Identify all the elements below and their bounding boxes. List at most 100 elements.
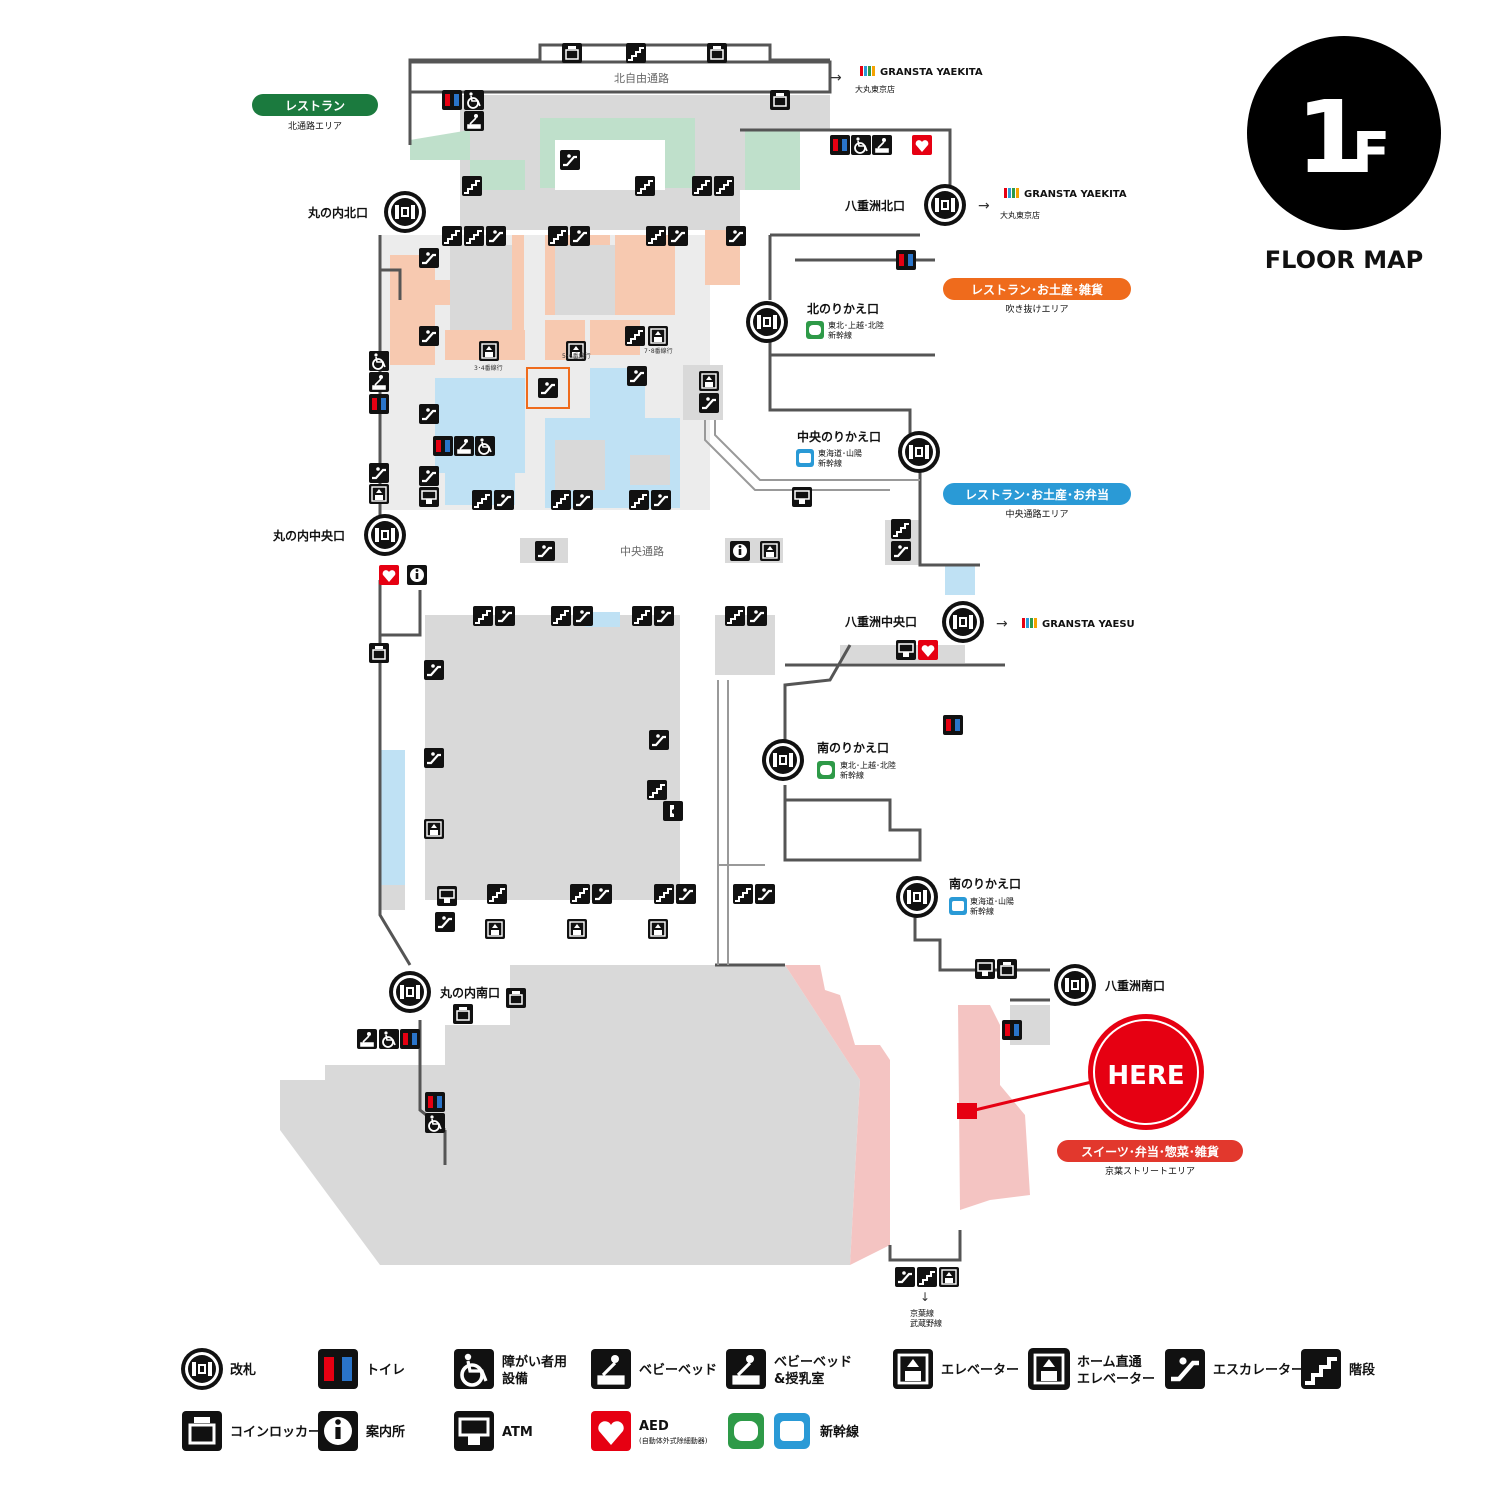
locker-icon bbox=[452, 1003, 474, 1025]
legend-accessible-label-1: 障がい者用 bbox=[502, 1354, 567, 1370]
toilet-icon bbox=[433, 436, 453, 456]
escalator-icon bbox=[571, 604, 595, 628]
legend-escalator-label: エスカレーター bbox=[1213, 1363, 1304, 1378]
gate-label-minami-norikae-1: 南のりかえ口 bbox=[817, 740, 889, 755]
gate-yaesu-north bbox=[924, 184, 966, 226]
svg-text:北通路エリア: 北通路エリア bbox=[288, 120, 342, 132]
escalator-icon bbox=[484, 224, 508, 248]
elevator-icon bbox=[647, 325, 669, 347]
info-icon bbox=[407, 565, 427, 585]
atm-icon bbox=[974, 958, 996, 980]
floor-number: 1 bbox=[1296, 79, 1366, 196]
babybed-icon bbox=[356, 1028, 378, 1050]
legend-platform-elevator-label-2: エレベーター bbox=[1077, 1372, 1155, 1387]
svg-text:新幹線: 新幹線 bbox=[818, 458, 842, 468]
stairs-icon bbox=[625, 42, 647, 64]
passage-north: 北自由通路 bbox=[614, 71, 669, 85]
gate-marunouchi-south bbox=[389, 971, 431, 1013]
stairs-icon bbox=[471, 489, 493, 511]
toilet-icon bbox=[830, 135, 850, 155]
here-area-sub: 京葉ストリートエリア bbox=[1105, 1165, 1195, 1177]
floor-suffix: F bbox=[1352, 121, 1390, 186]
floor-badge: 1 F FLOOR MAP bbox=[1247, 36, 1441, 274]
legend-platform-elevator-icon bbox=[1027, 1347, 1071, 1391]
here-label: HERE bbox=[1107, 1061, 1184, 1091]
svg-text:吹き抜けエリア: 吹き抜けエリア bbox=[1005, 303, 1068, 315]
toilet-icon bbox=[425, 1092, 445, 1112]
escalator-icon bbox=[417, 324, 441, 348]
atm-icon bbox=[791, 486, 813, 508]
gate-marunouchi-central bbox=[364, 514, 406, 556]
legend-platform-elevator-label-1: ホーム直通 bbox=[1077, 1354, 1142, 1370]
gates: 丸の内北口 八重洲北口 北のりかえ口 中央のりかえ口 丸の内中央口 八重洲中央口… bbox=[272, 184, 1165, 1013]
elevator-icon bbox=[484, 918, 506, 940]
escalator-icon bbox=[417, 402, 441, 426]
svg-text:東海道･山陽: 東海道･山陽 bbox=[970, 896, 1014, 906]
stairs-icon bbox=[547, 225, 569, 247]
legend-stairs-icon bbox=[1299, 1347, 1343, 1391]
walls bbox=[378, 43, 1050, 1262]
wheelchair-icon bbox=[368, 350, 390, 372]
svg-text:新幹線: 新幹線 bbox=[970, 906, 994, 916]
elevator-icon bbox=[478, 340, 500, 362]
stairs-icon bbox=[441, 225, 463, 247]
escalator-icon bbox=[697, 391, 721, 415]
legend-wheelchair-icon bbox=[452, 1347, 496, 1391]
legend-accessible-label-2: 設備 bbox=[502, 1371, 528, 1387]
legend: 改札 トイレ 障がい者用 設備 ベビーベッド ベビーベッド &授乳室 エレベータ… bbox=[180, 1347, 1375, 1453]
escalator-icon bbox=[492, 488, 516, 512]
toilet-icon bbox=[943, 715, 963, 735]
babybed-icon bbox=[368, 371, 390, 393]
locker-icon bbox=[769, 89, 791, 111]
elevator-icon bbox=[647, 918, 669, 940]
legend-babybed-icon bbox=[589, 1347, 633, 1391]
stairs-icon bbox=[691, 175, 713, 197]
wheelchair-icon bbox=[378, 1028, 400, 1050]
svg-text:GRANSTA YAEKITA: GRANSTA YAEKITA bbox=[1024, 189, 1127, 200]
area-label-fukinuke: レストラン･お土産･雑貨 吹き抜けエリア bbox=[943, 278, 1131, 315]
gate-yaesu-south bbox=[1054, 964, 1096, 1006]
svg-text:5･6番線行: 5･6番線行 bbox=[562, 352, 591, 360]
stairs-icon bbox=[472, 605, 494, 627]
locker-icon bbox=[368, 642, 390, 664]
legend-atm-icon bbox=[452, 1409, 496, 1453]
escalator-icon bbox=[590, 882, 614, 906]
stairs-icon bbox=[461, 175, 483, 197]
stairs-icon bbox=[550, 489, 572, 511]
legend-escalator-icon bbox=[1165, 1349, 1205, 1389]
gate-label-marunouchi-north: 丸の内北口 bbox=[307, 205, 368, 220]
svg-text:京葉線: 京葉線 bbox=[910, 1308, 934, 1318]
svg-text:→: → bbox=[996, 616, 1008, 632]
wheelchair-icon bbox=[463, 89, 485, 111]
elevator-icon bbox=[759, 540, 781, 562]
svg-text:大丸東京店: 大丸東京店 bbox=[1000, 210, 1040, 220]
escalator-icon bbox=[417, 246, 441, 270]
svg-text:東北･上越･北陸: 東北･上越･北陸 bbox=[840, 760, 896, 770]
escalator-icon bbox=[367, 461, 391, 485]
toilet-icon bbox=[400, 1029, 420, 1049]
stairs-icon bbox=[631, 605, 653, 627]
gate-chuo-norikae bbox=[898, 431, 940, 473]
escalator-icon bbox=[568, 224, 592, 248]
gate-minami-norikae-1 bbox=[762, 739, 804, 781]
legend-nursing-label-2: &授乳室 bbox=[774, 1371, 824, 1387]
svg-text:レストラン: レストラン bbox=[285, 99, 345, 113]
gate-label-marunouchi-south: 丸の内南口 bbox=[439, 985, 500, 1000]
escalator-icon bbox=[647, 728, 671, 752]
svg-text:レストラン･お土産･雑貨: レストラン･お土産･雑貨 bbox=[971, 282, 1103, 297]
stairs-icon bbox=[634, 175, 656, 197]
legend-elevator-icon bbox=[891, 1347, 935, 1391]
wheelchair-icon bbox=[474, 435, 496, 457]
gate-label-marunouchi-central: 丸の内中央口 bbox=[272, 528, 345, 543]
escalator-icon bbox=[652, 604, 676, 628]
here-area-label: スイーツ･弁当･惣菜･雑貨 bbox=[1081, 1144, 1219, 1159]
legend-aed-sub: (自動体外式除細動器) bbox=[639, 1436, 708, 1445]
wheelchair-icon bbox=[850, 134, 872, 156]
stairs-icon bbox=[628, 489, 650, 511]
area-label-central: レストラン･お土産･お弁当 中央通路エリア bbox=[943, 483, 1131, 520]
destinations: → GRANSTA YAEKITA 大丸東京店 → GRANSTA YAEKIT… bbox=[830, 66, 1135, 1328]
legend-stairs-label: 階段 bbox=[1349, 1362, 1375, 1378]
svg-text:↓: ↓ bbox=[920, 1290, 930, 1304]
aed-icon bbox=[912, 135, 932, 155]
